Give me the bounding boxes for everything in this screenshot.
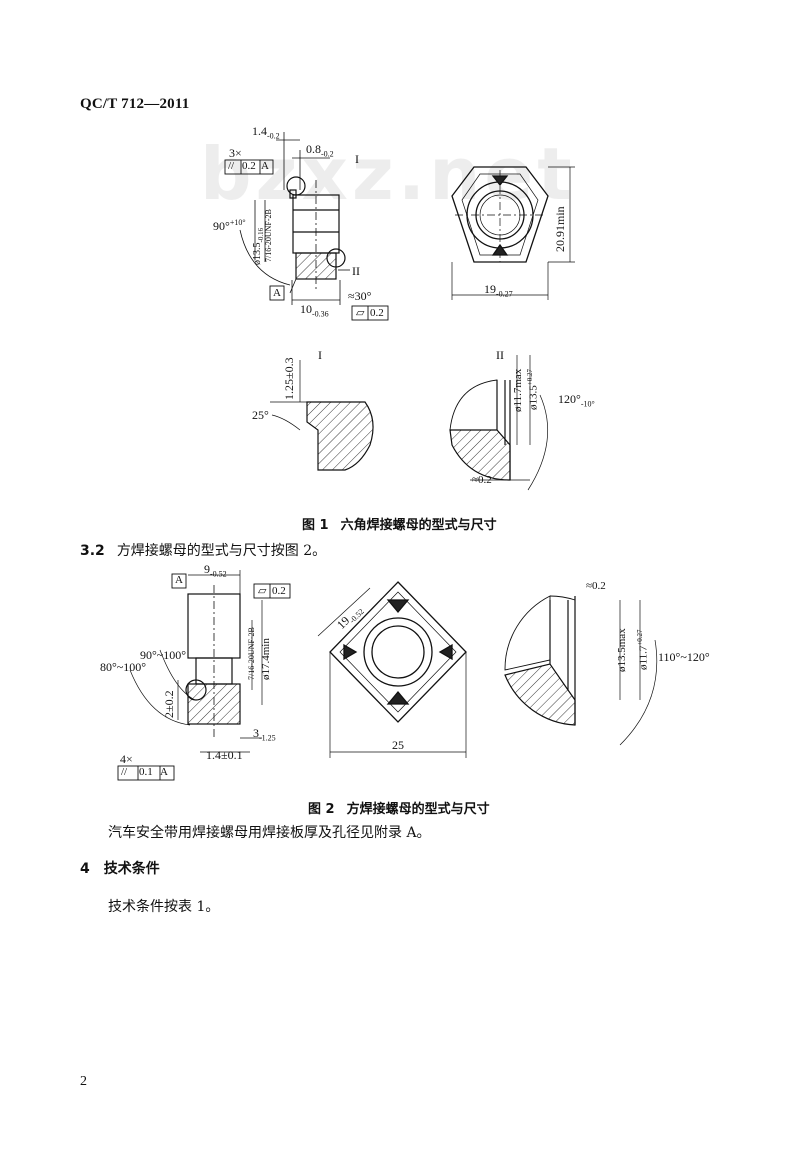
fig2-width-25: 25 [392,738,404,752]
fig1-count-3x: 3× [229,146,242,160]
fig2-dim-3: 3-1.25 [253,726,276,743]
fig2-dia-11-7: ø11.7+0.27 [636,629,650,670]
fig1-detail-II-marker: II [352,264,360,278]
fig1-approx-30: ≈30° [348,289,372,303]
fig1-view-II-title: II [496,348,504,362]
fig1-detail-I [270,360,374,471]
fig1-detail-I-marker: I [355,152,359,166]
fig2-side-view [117,570,291,781]
fig1-datum-a: A [273,287,281,299]
fig2-height-2: 2±0.2 [162,690,176,718]
fig1-dim-1-4: 1.4-0.2 [252,124,280,141]
fig1-dia-11-7: ø11.7max [512,368,524,412]
fig2-count-4x: 4× [120,752,133,766]
fig2-detail [504,595,658,746]
fig2-angle-90-100: 90°~100° [140,648,187,662]
fig1-height-1-25: 1.25±0.3 [282,357,296,400]
fig2-dim-9: 9-0.52 [204,562,227,579]
annex-note: 汽车安全带用焊接螺母用焊接板厚及孔径见附录 A。 [108,825,431,841]
standard-number: QC/T 712—2011 [80,96,190,112]
fig2-thread: 7/16-20UNF-2B [247,627,256,680]
fig2-angle-110-120: 110°~120° [658,650,710,664]
fig2-angle-80-100: 80°~100° [100,660,147,674]
fig2-approx-0-2: ≈0.2 [586,580,606,592]
fig2-square-view [317,581,467,758]
fig1-approx-0-2: ≈0.2 [472,474,492,486]
fig1-angle-120: 120°-10° [558,392,595,409]
fig1-hex-view [451,166,575,300]
fig1-view-I-title: I [318,348,322,362]
fig1-side-view [224,132,389,321]
fig2-dia-17-4: ø17.4min [260,638,272,680]
fig2-flatness-frame: ▱0.2 [258,585,286,597]
fig2-dim-1-4: 1.4±0.1 [206,748,243,762]
fig1-thread: 7/16-20UNF-2B [264,209,273,262]
fig1-angle-90: 90°+10° [213,218,246,233]
fig1-width-19: 19-0.27 [484,282,513,299]
fig1-dim-10: 10-0.36 [300,302,329,319]
fig1-dim-0-8: 0.8-0.2 [306,142,334,159]
fig1-width-20-91: 20.91min [553,206,567,252]
fig1-detail-II [449,355,549,491]
fig2-dia-13-5: ø13.5max [616,628,628,672]
page-number: 2 [80,1074,87,1089]
fig1-flatness-frame: ▱0.2 [356,307,384,319]
fig1-dia-13-5b: ø13.5+0.27 [526,369,540,410]
fig2-datum-a: A [175,574,183,586]
section-4-text: 技术条件按表 1。 [108,899,220,915]
fig1-angle-25: 25° [252,408,269,422]
